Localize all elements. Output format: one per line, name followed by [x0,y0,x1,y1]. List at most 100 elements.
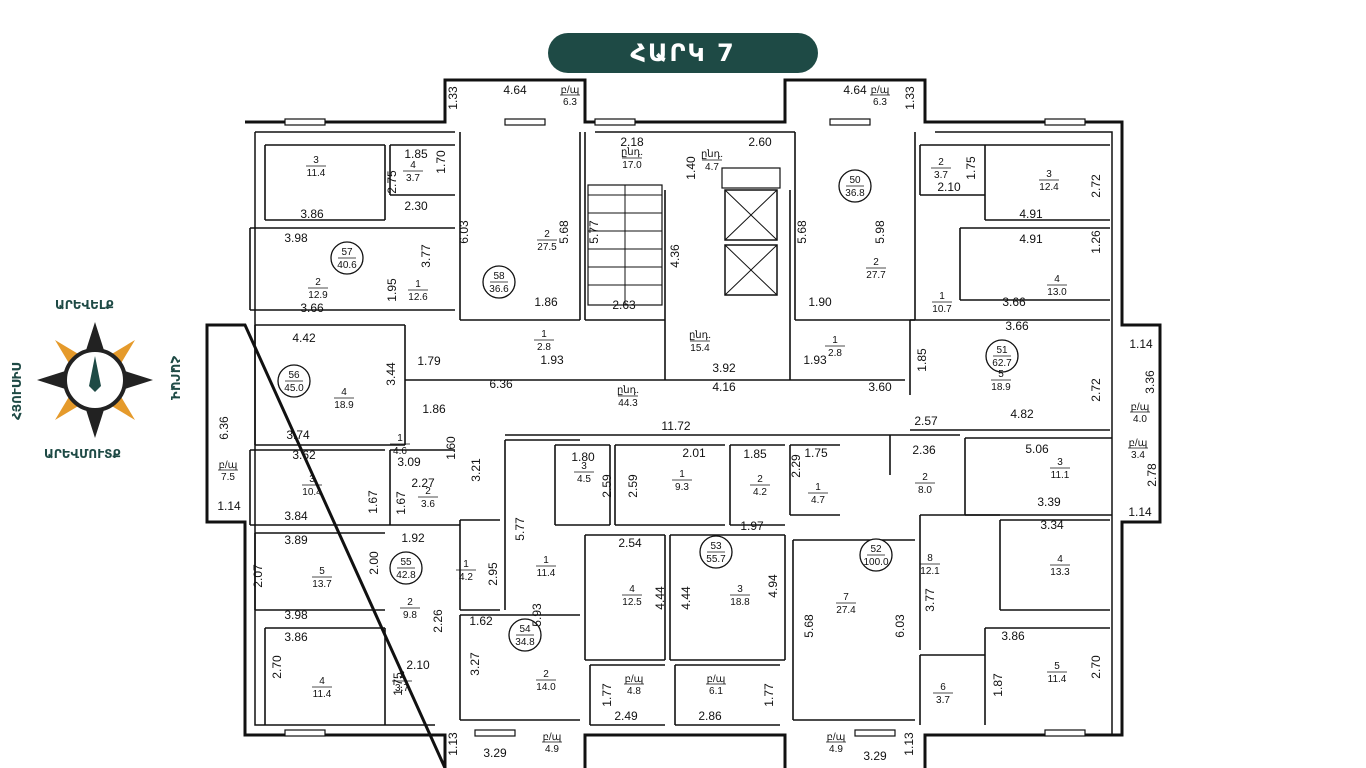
dimension-label: 1.93 [803,353,827,367]
dimension-label: 1.70 [434,150,448,174]
dimension-label: 4.16 [712,380,736,394]
balcony-label: բ/պ [219,460,238,471]
balcony-label: բ/պ [1131,402,1150,413]
dimension-label: 1.85 [404,147,428,161]
window [829,118,871,126]
room-number: 3 [313,155,319,166]
dimension-label: 5.06 [1025,442,1049,456]
balcony-area: 4.8 [627,686,641,697]
dimension-label: 3.34 [1040,518,1064,532]
dimension-label: 1.95 [385,278,399,302]
dimension-label: 2.59 [626,474,640,498]
room-area: 12.9 [308,290,328,301]
room-number: 2 [407,597,413,608]
compass-label-west: ՀՅՈՒՍԻՍ [10,362,24,420]
window [284,729,326,737]
dimension-label: 3.89 [284,533,308,547]
dimension-label: 5.93 [530,603,544,627]
dimension-label: 1.60 [444,436,458,460]
room-area: 8.0 [918,485,932,496]
dimension-label: 2.30 [404,199,428,213]
dimension-label: 3.21 [469,458,483,482]
walls [205,78,1162,768]
dimension-label: 2.72 [1089,378,1103,402]
room-area: 12.6 [408,292,428,303]
dimension-label: 1.62 [469,614,493,628]
compass-needle [89,356,101,392]
dimension-label: 3.86 [300,207,324,221]
apartment-area: 62.7 [992,358,1012,369]
apartment-number: 54 [519,624,531,635]
room-area: 9.8 [403,610,417,621]
balcony-label: բ/պ [827,732,846,743]
room-area: 17.0 [622,160,642,171]
dimension-label: 2.78 [1145,463,1159,487]
room-area: 11.4 [1048,674,1067,685]
dimension-label: 3.36 [1143,370,1157,394]
dimension-label: 4.44 [679,586,693,610]
dimension-label: 6.36 [217,416,231,440]
dimension-label: 1.86 [534,295,558,309]
dimension-label: 2.26 [431,609,445,633]
room-area: 4.2 [459,572,473,583]
room-number: 2 [425,486,431,497]
room-number: ընդ. [689,330,711,341]
room-area: 3.7 [934,170,948,181]
dimension-label: 3.84 [284,509,308,523]
floor-title: ՀԱՐԿ 7 [548,33,818,73]
balcony-label: բ/պ [871,85,890,96]
room-number: 4 [341,387,347,398]
dimension-label: 3.09 [397,455,421,469]
elevator-cross [724,189,778,241]
dimension-label: 1.14 [1129,337,1153,351]
dimension-label: 1.67 [366,490,380,514]
apartment-number: 53 [710,541,722,552]
room-area: 4.5 [577,474,591,485]
room-area: 11.4 [537,568,556,579]
window [594,118,636,126]
dimension-label: 1.40 [684,156,698,180]
apartment-number: 51 [996,345,1008,356]
window [1044,729,1086,737]
room-area: 13.7 [312,579,332,590]
room-number: ընդ. [701,149,723,160]
dimension-label: 1.97 [740,519,764,533]
room-number: 2 [922,472,928,483]
compass-label-north: ԱՐԵՎԵԼՔ [55,298,114,312]
window [474,729,516,737]
room-area: 13.3 [1050,567,1070,578]
dimension-label: 4.94 [766,574,780,598]
apartment-number: 57 [341,247,353,258]
room-number: 2 [544,229,550,240]
dimension-label: 3.86 [1001,629,1025,643]
dimension-label: 5.68 [795,220,809,244]
dimension-label: 1.86 [422,402,446,416]
balcony-area: 6.3 [873,97,887,108]
dimension-label: 3.98 [284,608,308,622]
dimension-label: 1.85 [743,447,767,461]
room-number: 5 [998,369,1004,380]
dimension-label: 1.67 [394,491,408,515]
dimension-label: 2.18 [620,135,644,149]
dimension-label: 1.77 [762,683,776,707]
apartment-area: 36.8 [845,188,865,199]
room-area: 27.7 [866,270,886,281]
room-number: 1 [543,555,549,566]
dimension-label: 1.79 [417,354,441,368]
dimension-label: 5.68 [557,220,571,244]
dimension-label: 1.77 [600,683,614,707]
window [1044,118,1086,126]
room-number: 1 [415,279,421,290]
room-area: 2.8 [828,348,842,359]
room-area: 12.1 [920,566,940,577]
labels: 5740.65836.65036.85162.75645.05542.85434… [217,83,1159,763]
dimension-label: 4.42 [292,331,316,345]
dimension-label: 2.29 [789,454,803,478]
dimension-label: 6.03 [893,614,907,638]
room-area: 11.1 [1051,470,1070,481]
room-number: 3 [1057,457,1063,468]
dimension-label: 3.86 [284,630,308,644]
dimension-label: 6.03 [457,220,471,244]
dimension-label: 2.75 [385,170,399,194]
dimension-label: 3.74 [286,428,310,442]
